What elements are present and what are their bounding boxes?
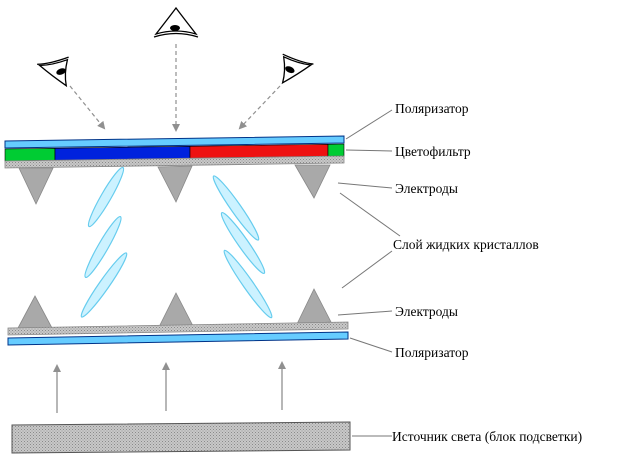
light-arrows [53, 361, 286, 413]
label-electrodes-bottom: Электроды [395, 304, 458, 319]
crystal [87, 166, 125, 228]
electrode [158, 292, 194, 328]
eye-icon [281, 53, 314, 85]
light-source-block [11, 421, 351, 454]
bottom-electrodes [17, 288, 332, 329]
top-polarizer [4, 135, 345, 149]
electrode [296, 288, 332, 325]
crystal [80, 252, 128, 318]
label-polarizer-top: Поляризатор [395, 101, 469, 116]
top-electrodes [18, 164, 331, 205]
eye-icon [153, 6, 199, 38]
crystal [84, 215, 122, 279]
label-liquid-crystal-layer: Слой жидких кристаллов [393, 237, 539, 252]
top-electrode-plate [4, 155, 345, 169]
label-polarizer-bottom: Поляризатор [395, 345, 469, 360]
view-arrow [238, 85, 281, 130]
view-arrow [69, 85, 106, 130]
label-electrodes-top: Электроды [395, 181, 458, 196]
electrode [17, 295, 53, 329]
label-light-source: Источник света (блок подсветки) [392, 429, 582, 444]
liquid-crystals [80, 166, 273, 319]
electrode [157, 165, 193, 203]
eye-icon [37, 56, 69, 88]
bottom-polarizer [7, 331, 349, 346]
electrode [294, 164, 331, 199]
leader-lines [337, 109, 401, 437]
crystal [212, 175, 260, 241]
view-arrows [69, 44, 281, 132]
crystal [220, 211, 266, 275]
bottom-electrode-plate [7, 321, 349, 336]
electrode [18, 167, 54, 205]
crystal [223, 249, 273, 319]
label-color-filter: Цветофильтр [395, 144, 471, 159]
